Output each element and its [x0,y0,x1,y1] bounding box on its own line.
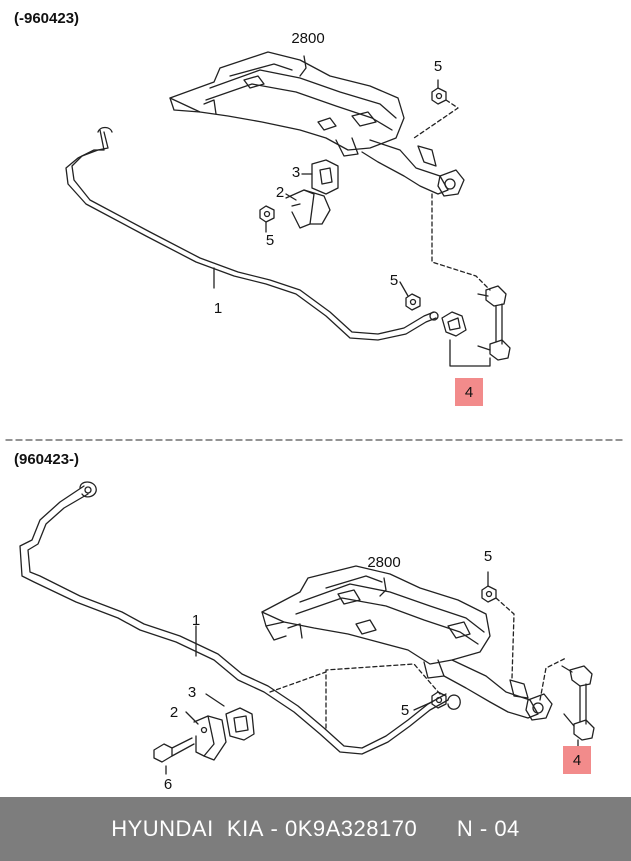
callout-3-bushing-bottom: 3 [187,684,197,701]
callout-4-link-top-highlight: 4 [455,378,483,406]
callout-5-nut-bracket-top: 5 [265,232,275,249]
callout-4-link-bottom-highlight: 4 [563,746,591,774]
nut-top-5-bottom [481,585,497,603]
link-bottom-4 [561,665,595,753]
nut-bracket-5 [259,205,275,223]
callout-5-nut-link-top: 5 [389,272,399,289]
nut-top-5 [431,87,447,105]
callout-3-bushing-top: 3 [291,164,301,181]
subframe-top [169,51,465,197]
callout-5-nut-top: 5 [433,58,443,75]
callout-5-nut-top-bottom: 5 [483,548,493,565]
link-top-4 [441,285,511,367]
callout-6-bolt: 6 [163,776,173,793]
stabilizer-bar-bottom [19,481,461,755]
callout-2800-bottom: 2800 [367,554,401,571]
bracket-top-2 [285,189,331,229]
stabilizer-bar-top [65,126,439,341]
footer-brand: HYUNDAI KIA [111,816,264,841]
callout-2800-top: 2800 [291,30,325,47]
bushing-top-3 [311,159,339,195]
callout-1-bar-bottom: 1 [191,612,201,629]
bolt-6 [153,737,195,763]
nut-link-5 [405,293,421,311]
callout-2-bracket-top: 2 [275,184,285,201]
footer-page-code: N - 04 [456,816,520,841]
bushing-bottom-3 [225,707,255,741]
callout-1-bar-top: 1 [213,300,223,317]
footer-bar: HYUNDAI KIA - 0K9A328170 N - 04 [0,797,631,861]
bracket-bottom-2 [193,715,227,761]
footer-sep: - [263,816,285,841]
callout-5-nut-link-bottom: 5 [400,702,410,719]
subframe-bottom [261,565,553,721]
callout-2-bracket-bottom: 2 [169,704,179,721]
footer-gap [417,816,457,842]
period-label-top: (-960423) [14,10,80,27]
footer-part-number: 0K9A328170 [284,816,418,841]
period-label-bottom: (960423-) [14,451,80,468]
